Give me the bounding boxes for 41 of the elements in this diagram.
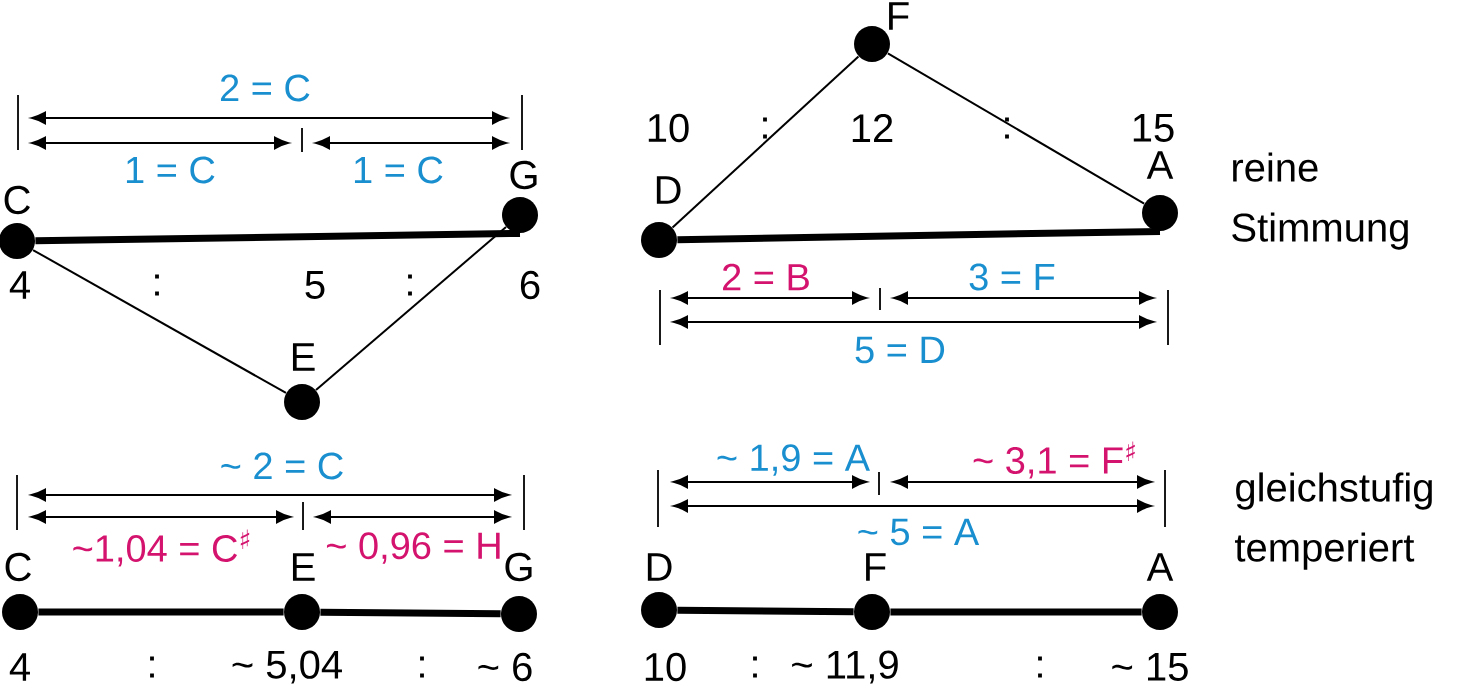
ratio-number: 6 bbox=[520, 270, 540, 300]
ratio-number: ~ 6 bbox=[478, 652, 532, 682]
dimension-label: 5 = D bbox=[855, 336, 945, 364]
ratio-number: 5 bbox=[305, 271, 325, 299]
dimension-label: ~ 1,9 = A bbox=[717, 444, 870, 476]
side-caption: reine Stimmung bbox=[1232, 152, 1408, 250]
line bbox=[314, 226, 508, 391]
ratio-number: 4 bbox=[9, 271, 30, 299]
dimension-label: ~ 0,96 = H bbox=[326, 532, 500, 564]
ratio-number: : bbox=[408, 274, 412, 296]
note-letter: D bbox=[656, 176, 681, 204]
line bbox=[886, 52, 1146, 205]
dimension-label: ~1,04 = C$^{♯}$ bbox=[73, 529, 250, 567]
ratio-number: : bbox=[1005, 117, 1009, 139]
ratio-number: 12 bbox=[852, 114, 893, 142]
ratio-number: : bbox=[763, 117, 767, 139]
note-letter: A bbox=[1146, 151, 1174, 179]
ratio-number: 10 bbox=[645, 652, 686, 682]
note-letter: D bbox=[647, 553, 672, 581]
note-letter: C bbox=[5, 552, 31, 582]
dimension-label: ~ 3,1 = F$^{♯}$ bbox=[973, 441, 1135, 479]
note-letter: F bbox=[866, 553, 886, 581]
note-letter: E bbox=[292, 343, 315, 371]
ratio-number: ~ 11,9 bbox=[792, 650, 898, 684]
note-letter: F bbox=[889, 2, 909, 30]
ratio-number: : bbox=[1038, 656, 1042, 678]
side-caption: gleichstufig temperiert bbox=[1235, 472, 1432, 570]
line bbox=[32, 249, 287, 394]
note-letter: C bbox=[4, 185, 30, 215]
dimension-label: 2 = C bbox=[221, 74, 310, 102]
ratio-number: : bbox=[420, 656, 424, 678]
note-letter: G bbox=[510, 160, 537, 190]
line bbox=[671, 55, 860, 229]
note-letter: G bbox=[505, 552, 532, 582]
ratio-number: 15 bbox=[1133, 114, 1174, 142]
note-letter: E bbox=[292, 553, 315, 581]
ratio-number: 10 bbox=[648, 113, 689, 143]
ratio-number: : bbox=[150, 656, 154, 678]
ratio-number: : bbox=[155, 274, 159, 296]
ratio-number: : bbox=[753, 656, 757, 678]
note-letter: A bbox=[1146, 553, 1174, 581]
